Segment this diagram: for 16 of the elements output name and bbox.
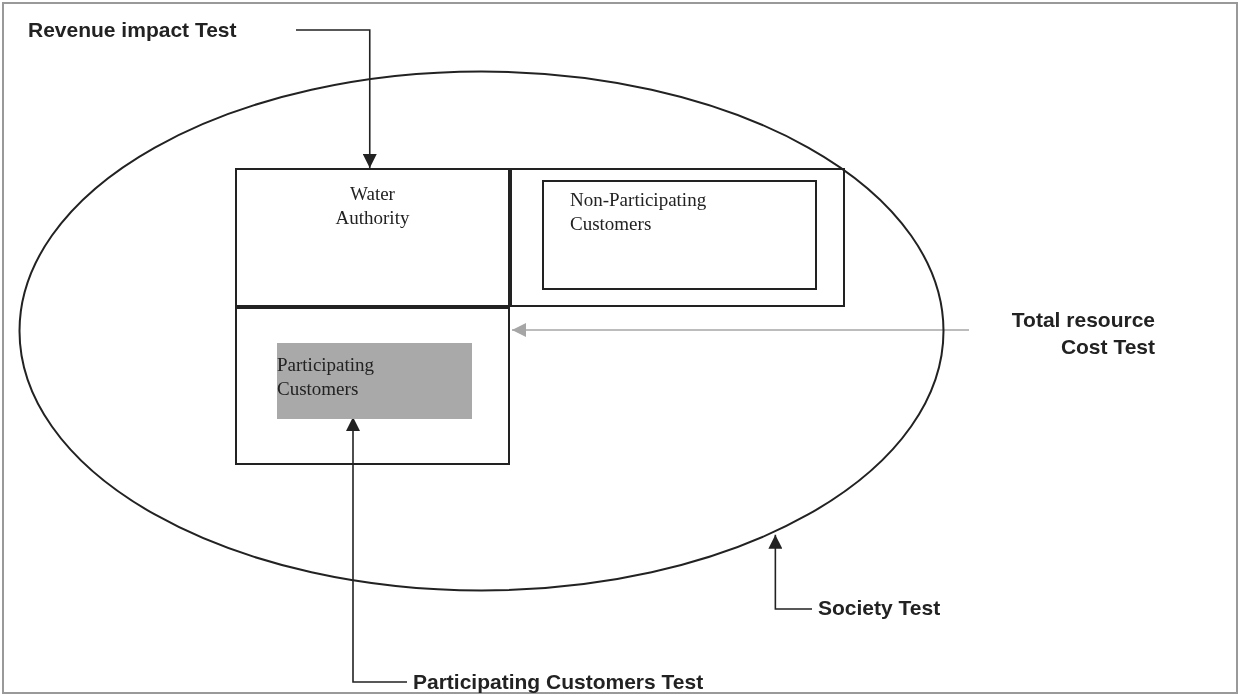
test-label: Revenue impact Test xyxy=(28,16,290,44)
grid-cell xyxy=(510,168,845,307)
inner-box xyxy=(542,180,817,290)
arrow xyxy=(511,323,970,337)
grid-cell xyxy=(235,307,510,465)
arrow xyxy=(768,534,813,610)
grid-cell xyxy=(235,168,510,307)
arrow xyxy=(295,29,377,169)
cell-text: Water Authority xyxy=(334,182,411,230)
test-label: Participating Customers Test xyxy=(413,668,873,696)
box-text: Participating Customers xyxy=(277,353,376,401)
test-label: Total resource Cost Test xyxy=(975,306,1155,362)
test-label: Society Test xyxy=(818,594,998,624)
shaded-box xyxy=(277,343,472,419)
box-text: Non-Participating Customers xyxy=(570,188,708,236)
ellipse-outline xyxy=(18,70,945,592)
